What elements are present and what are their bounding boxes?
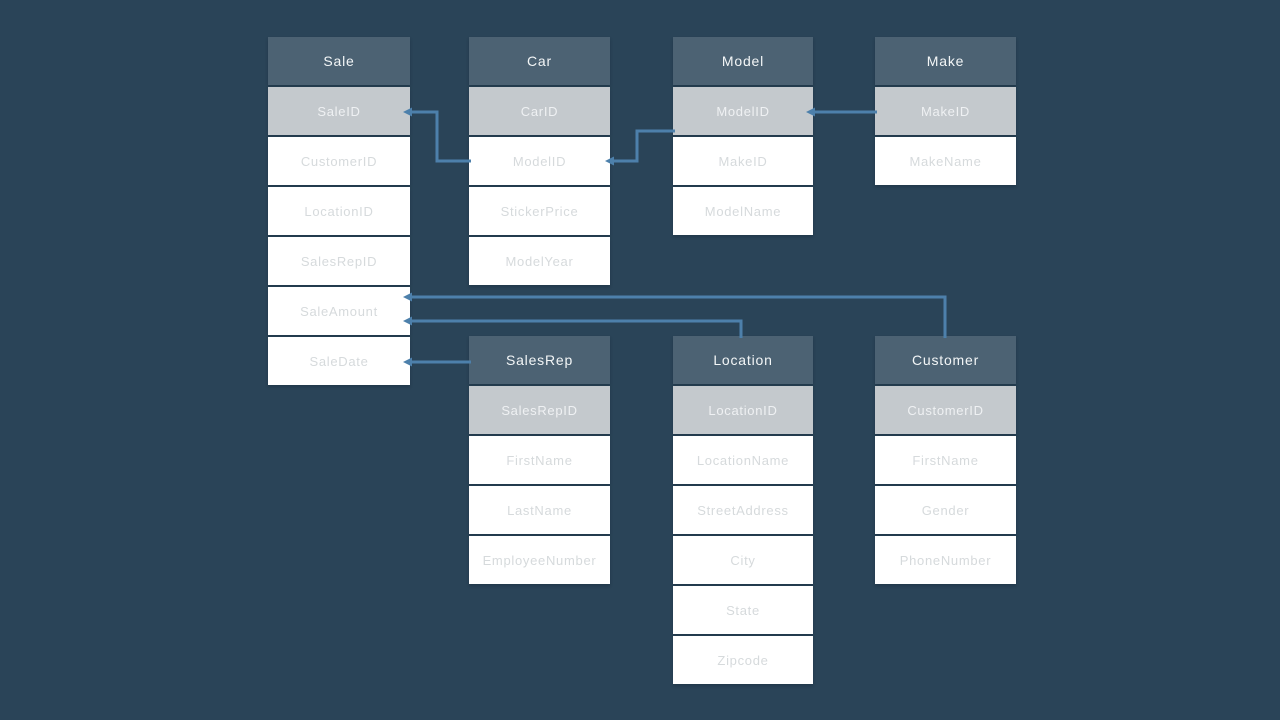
- field-locationid: LocationID: [268, 187, 410, 235]
- field-modelid: ModelID: [469, 137, 610, 185]
- table-header-make: Make: [875, 37, 1016, 85]
- field-salesrepid-primary-key: SalesRepID: [469, 386, 610, 434]
- field-streetaddress: StreetAddress: [673, 486, 813, 534]
- field-gender: Gender: [875, 486, 1016, 534]
- field-modelname: ModelName: [673, 187, 813, 235]
- field-lastname: LastName: [469, 486, 610, 534]
- field-makename: MakeName: [875, 137, 1016, 185]
- field-phonenumber: PhoneNumber: [875, 536, 1016, 584]
- field-locationname: LocationName: [673, 436, 813, 484]
- field-modelid-primary-key: ModelID: [673, 87, 813, 135]
- field-employeenumber: EmployeeNumber: [469, 536, 610, 584]
- field-makeid-primary-key: MakeID: [875, 87, 1016, 135]
- field-salesrepid: SalesRepID: [268, 237, 410, 285]
- table-header-car: Car: [469, 37, 610, 85]
- field-firstname: FirstName: [875, 436, 1016, 484]
- field-stickerprice: StickerPrice: [469, 187, 610, 235]
- field-zipcode: Zipcode: [673, 636, 813, 684]
- table-header-model: Model: [673, 37, 813, 85]
- field-carid-primary-key: CarID: [469, 87, 610, 135]
- field-locationid-primary-key: LocationID: [673, 386, 813, 434]
- table-header-salesrep: SalesRep: [469, 336, 610, 384]
- connector-sale-saleid-to-car-modelid: [409, 110, 471, 163]
- connector-car-modelid-to-model-modelid: [611, 129, 675, 163]
- field-saleid-primary-key: SaleID: [268, 87, 410, 135]
- field-saledate: SaleDate: [268, 337, 410, 385]
- field-customerid: CustomerID: [268, 137, 410, 185]
- field-modelyear: ModelYear: [469, 237, 610, 285]
- field-customerid-primary-key: CustomerID: [875, 386, 1016, 434]
- field-saleamount: SaleAmount: [268, 287, 410, 335]
- field-state: State: [673, 586, 813, 634]
- field-firstname: FirstName: [469, 436, 610, 484]
- table-header-customer: Customer: [875, 336, 1016, 384]
- field-makeid: MakeID: [673, 137, 813, 185]
- table-header-location: Location: [673, 336, 813, 384]
- connector-sale-to-customer: [409, 295, 947, 338]
- field-city: City: [673, 536, 813, 584]
- table-header-sale: Sale: [268, 37, 410, 85]
